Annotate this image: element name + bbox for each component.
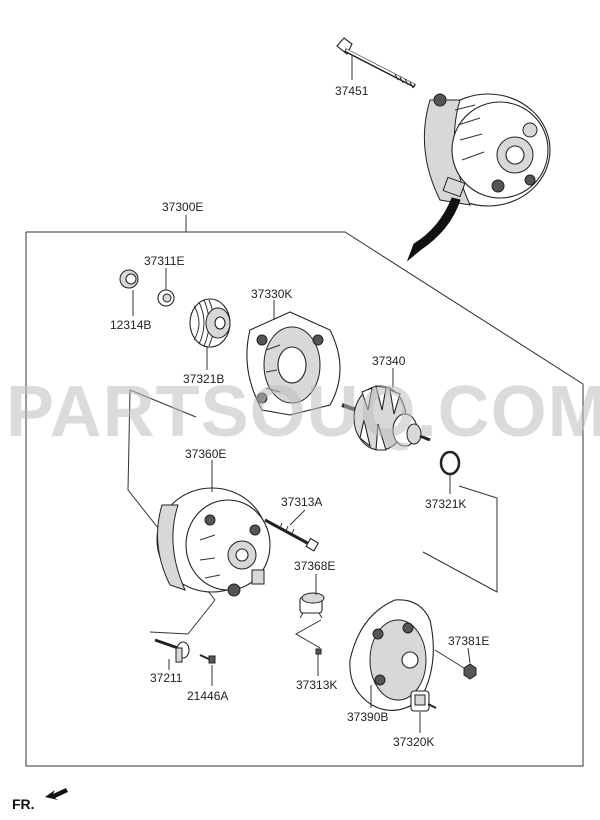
label-37300E: 37300E (162, 200, 203, 214)
label-37381E: 37381E (448, 634, 489, 648)
label-37330K: 37330K (251, 287, 292, 301)
front-bracket-37330K-illustration (246, 311, 341, 416)
label-37321B: 37321B (183, 372, 224, 386)
label-37390B: 37390B (347, 710, 388, 724)
bracket-37313K (294, 619, 322, 649)
leader-37381E (467, 647, 471, 664)
watermark: PARTSOUQ.COM (6, 372, 600, 452)
terminal-cap-37320K-illustration (410, 690, 437, 712)
label-37311E: 37311E (144, 254, 184, 268)
nut-12314B-illustration (119, 269, 139, 289)
front-direction-arrow-icon (45, 788, 68, 800)
label-37313A: 37313A (281, 495, 322, 509)
orientation-label: FR. (12, 796, 35, 812)
label-37360E: 37360E (185, 447, 226, 461)
nut-37381E-illustration (463, 663, 477, 680)
screw-21446A-illustration (199, 654, 216, 664)
label-37451: 37451 (335, 84, 369, 98)
subassembly-bracket-right (422, 485, 498, 593)
brush-holder-37368E-illustration (299, 592, 325, 619)
bracket-37211 (149, 599, 216, 635)
pulley-37321B-illustration (189, 298, 231, 348)
bolt-37313A-illustration (264, 518, 320, 552)
assembly-pointer-arrow (406, 197, 461, 262)
label-12314B: 12314B (110, 318, 151, 332)
leader-37313A (289, 509, 306, 526)
label-37320K: 37320K (393, 735, 434, 749)
label-37321K: 37321K (425, 497, 466, 511)
label-21446A: 21446A (187, 689, 228, 703)
leader-37381E-to-cover (434, 649, 465, 669)
screw-37313K-illustration (315, 648, 322, 660)
rear-housing-37360E-illustration (156, 487, 271, 597)
label-37313K: 37313K (296, 678, 337, 692)
cap-37311E-illustration (157, 289, 175, 307)
o-ring-37321K-illustration (439, 450, 461, 476)
label-37211: 37211 (150, 671, 183, 685)
rear-cover-37390B-illustration (349, 599, 434, 711)
alternator-assembly-illustration (423, 93, 551, 207)
bolt-37211-illustration (154, 638, 190, 663)
rotor-37340-illustration (341, 385, 431, 451)
long-bolt-37451-illustration (336, 37, 416, 89)
assembly-boundary (25, 231, 584, 767)
label-37340: 37340 (372, 354, 406, 368)
label-37368E: 37368E (294, 559, 335, 573)
